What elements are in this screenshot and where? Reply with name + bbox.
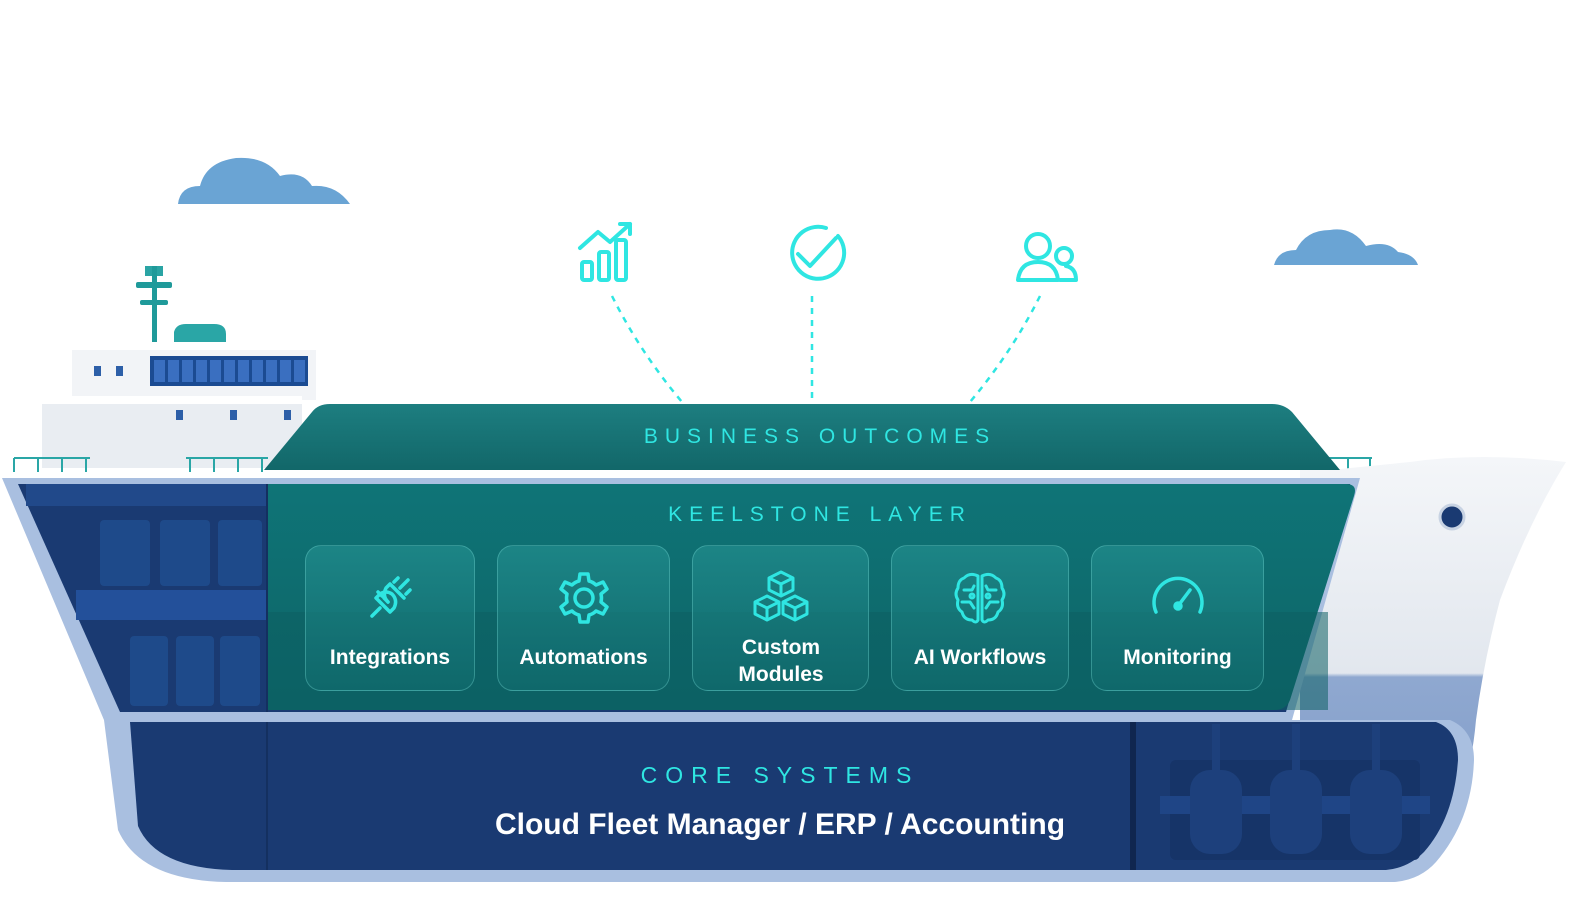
gear-icon (558, 572, 609, 624)
cargo-compartments-left (26, 484, 266, 706)
bridge-superstructure (13, 266, 1372, 472)
cubes-icon (753, 570, 808, 622)
cloud-left (178, 157, 350, 204)
module-card-ai-workflows[interactable]: AI Workflows (891, 545, 1069, 691)
core-systems-text: Cloud Fleet Manager / ERP / Accounting (494, 808, 1066, 841)
business-outcomes-panel (264, 404, 1340, 470)
module-card-monitoring[interactable]: Monitoring (1091, 545, 1264, 691)
module-label: Automations (519, 646, 648, 669)
module-card-automations[interactable]: Automations (497, 545, 670, 691)
brain-icon (954, 572, 1006, 624)
core-systems-label: CORE SYSTEMS (640, 762, 920, 788)
module-card-integrations[interactable]: Integrations (305, 545, 475, 691)
keelstone-layer-label: KEELSTONE LAYER (668, 503, 972, 526)
business-outcomes-label: BUSINESS OUTCOMES (643, 425, 997, 448)
module-label: AI Workflows (913, 646, 1047, 669)
gauge-icon (1151, 576, 1204, 614)
outcome-connectors (610, 295, 1042, 403)
module-label: Monitoring (1123, 646, 1232, 669)
plug-icon (370, 576, 412, 618)
module-label: Integrations (329, 646, 451, 669)
engine-room (1130, 722, 1430, 870)
cloud-right (1274, 229, 1418, 265)
module-label: Custom Modules (738, 636, 824, 686)
module-card-custom-modules[interactable]: Custom Modules (692, 545, 869, 691)
